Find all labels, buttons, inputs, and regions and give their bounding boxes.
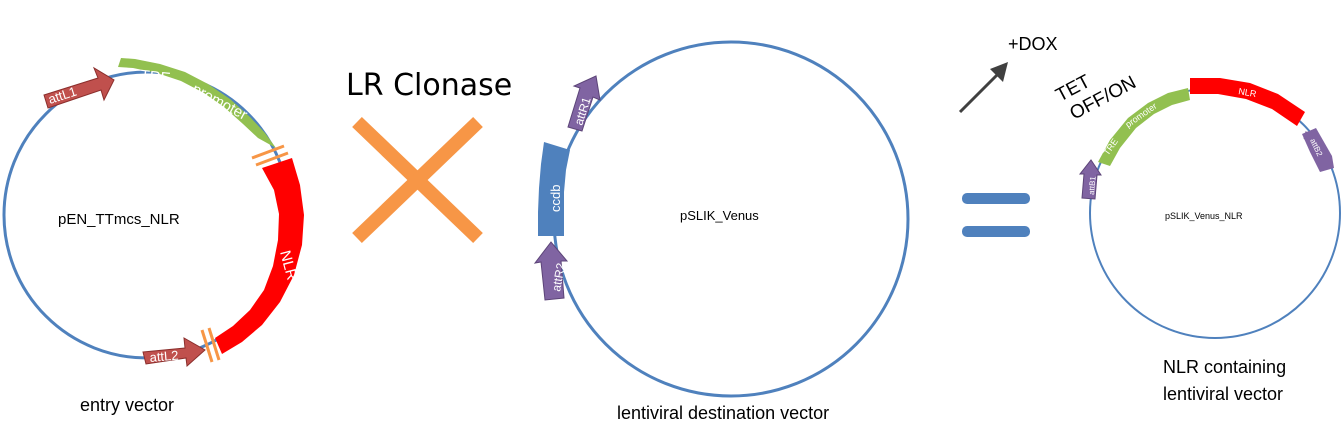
dest-attr2-arrow xyxy=(533,241,569,301)
entry-vector: TRE promoter NLR attL1 attL2 pEN_TTmcs_N… xyxy=(2,58,304,415)
entry-junction-tick-1b xyxy=(255,151,289,167)
result-tre-promoter-block xyxy=(1098,88,1190,166)
result-promoter-label: promoter xyxy=(1123,101,1158,130)
result-attb2-block xyxy=(1302,128,1334,172)
entry-junction-tick-2b xyxy=(207,327,221,361)
cross-icon-stroke-2 xyxy=(352,116,483,244)
entry-junction-tick-1 xyxy=(251,144,285,160)
entry-tre-label: TRE xyxy=(140,67,172,87)
entry-attl2-label: attL2 xyxy=(149,348,179,365)
dox-arrow-icon xyxy=(990,62,1008,82)
equals-icon-bottom-bar xyxy=(962,226,1030,237)
lr-clonase-reaction: LR Clonase xyxy=(346,68,512,244)
entry-attl2-arrow xyxy=(142,337,206,368)
equals-icon xyxy=(962,193,1030,237)
entry-plasmid-name: pEN_TTmcs_NLR xyxy=(58,211,180,228)
dox-label: +DOX xyxy=(1008,34,1058,54)
dox-arrow-shaft xyxy=(958,72,1000,114)
result-nlr-block xyxy=(1190,78,1305,126)
result-attb1-arrow xyxy=(1078,159,1102,200)
lr-clonase-label: LR Clonase xyxy=(346,68,512,103)
entry-nlr-block xyxy=(215,158,304,354)
equals-icon-top-bar xyxy=(962,193,1030,204)
entry-attl1-arrow xyxy=(43,66,115,109)
dest-ccdb-label: ccdb xyxy=(548,185,563,212)
entry-junction-tick-2 xyxy=(200,329,214,363)
entry-tre-promoter-block xyxy=(118,58,276,148)
result-attb1-label: attB1 xyxy=(1087,175,1098,195)
result-caption-line1: NLR containing xyxy=(1163,357,1286,377)
dox-induction: +DOX xyxy=(958,34,1058,114)
result-plasmid-name: pSLIK_Venus_NLR xyxy=(1165,211,1243,221)
dest-attr1-arrow xyxy=(567,75,601,132)
destination-vector: attR1 ccdb attR2 pSLIK_Venus lentiviral … xyxy=(533,40,910,423)
result-caption-line2: lentiviral vector xyxy=(1163,384,1283,404)
result-nlr-label: NLR xyxy=(1238,86,1258,99)
dest-ccdb-block xyxy=(538,142,570,236)
dest-caption: lentiviral destination vector xyxy=(617,403,829,423)
entry-caption: entry vector xyxy=(80,395,174,415)
dest-plasmid-name: pSLIK_Venus xyxy=(680,208,759,223)
result-vector: TRE promoter NLR attB1 attB2 TET OFF/ON … xyxy=(1052,71,1341,404)
entry-promoter-label: promoter xyxy=(189,81,250,124)
dest-attr2-label: attR2 xyxy=(549,262,568,293)
